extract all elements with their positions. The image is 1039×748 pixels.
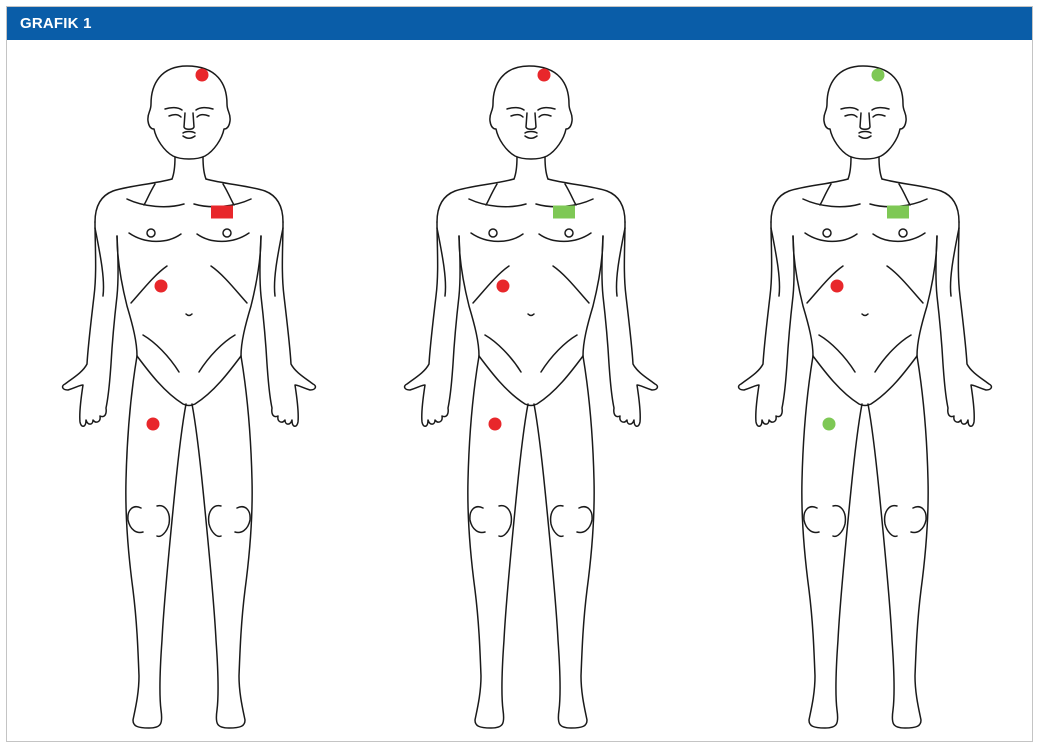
figure-2 <box>405 66 658 728</box>
marker-thigh-right-positive <box>489 418 502 431</box>
marker-abdomen-right-upper-positive <box>155 280 168 293</box>
marker-thigh-right-negative <box>823 418 836 431</box>
body-outline <box>405 66 658 728</box>
figure-3 <box>739 66 992 728</box>
marker-forehead-right-positive <box>196 69 209 82</box>
figure-1 <box>63 66 316 728</box>
figures <box>63 66 992 728</box>
marker-abdomen-right-upper-positive <box>831 280 844 293</box>
marker-thigh-right-positive <box>147 418 160 431</box>
marker-abdomen-right-upper-positive <box>497 280 510 293</box>
body-outline <box>739 66 992 728</box>
marker-forehead-right-negative <box>872 69 885 82</box>
marker-forehead-right-positive <box>538 69 551 82</box>
body-outline <box>63 66 316 728</box>
marker-chest-left-upper-negative <box>553 206 575 219</box>
marker-chest-left-upper-negative <box>887 206 909 219</box>
marker-chest-left-upper-positive <box>211 206 233 219</box>
